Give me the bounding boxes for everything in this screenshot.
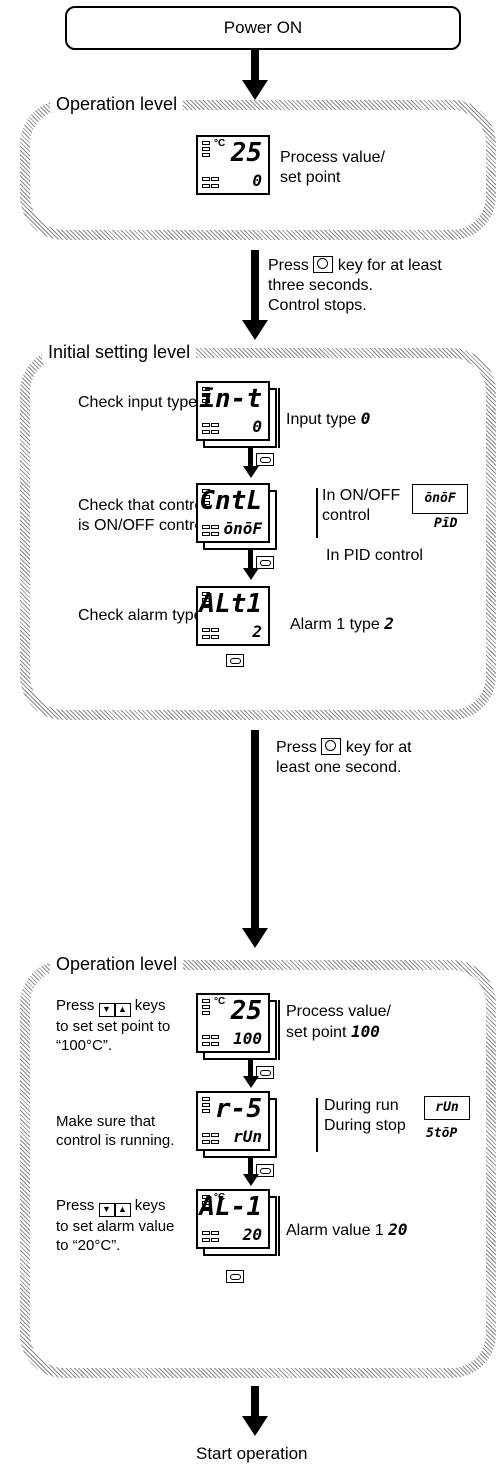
display-lower: 0	[252, 417, 262, 436]
display-upper: AL-1	[199, 1192, 262, 1222]
flow-arrow-shaft	[248, 1158, 253, 1174]
flow-arrow-head	[243, 1174, 259, 1186]
display-unit: °C AL-1 20	[196, 1189, 270, 1249]
flow-arrow-head	[243, 568, 259, 580]
power-on-label: Power ON	[223, 18, 303, 37]
mode-key-icon	[256, 1066, 274, 1079]
alarm-value-desc: Alarm value 1 20	[286, 1220, 408, 1239]
flow-arrow-head	[242, 320, 268, 340]
up-key-icon: ▲	[114, 1003, 131, 1017]
operation-level-title: Operation level	[50, 953, 184, 975]
bracket	[278, 1196, 280, 1256]
process-value-desc: Process value/set point	[280, 149, 385, 186]
flow-arrow-shaft	[248, 550, 253, 568]
display-upper: 25	[230, 996, 262, 1026]
display-upper: r-5	[215, 1094, 262, 1124]
bracket	[316, 1098, 318, 1152]
display-unit: °C 25 0	[196, 135, 270, 195]
arrow2-instruction: Press key for at least one second.	[276, 738, 412, 776]
flow-arrow-shaft	[251, 250, 259, 322]
flow-arrow-head	[243, 1076, 259, 1088]
circle-key-icon	[313, 256, 334, 273]
display-lower: 2	[252, 622, 262, 641]
celsius-indicator: °C	[214, 1192, 226, 1203]
bracket	[316, 488, 318, 538]
mode-key-icon	[226, 1270, 244, 1283]
down-key-icon: ▼	[98, 1003, 115, 1017]
power-on-box: Power ON	[65, 6, 461, 50]
initial-setting-level-title: Initial setting level	[42, 341, 197, 363]
flow-arrow-shaft	[251, 50, 259, 82]
pid-value: PīD	[434, 516, 458, 531]
operation-level-title: Operation level	[50, 93, 184, 115]
step-label: Check alarm type.	[78, 607, 207, 624]
input-type-desc: Input type 0	[286, 409, 371, 428]
display-upper: CntL	[199, 486, 262, 516]
step-label: Press ▼▲ keys to set set point to “100°C…	[56, 997, 171, 1054]
display-upper: īn-t	[199, 384, 262, 414]
process-value-desc: Process value/ set point 100	[286, 1003, 391, 1041]
display-unit: CntL ōnōF	[196, 483, 270, 543]
display-lower: ōnōF	[223, 519, 262, 538]
flow-arrow-shaft	[248, 448, 253, 466]
flow-arrow-shaft	[251, 730, 259, 930]
display-lower: rUn	[233, 1127, 262, 1146]
bracket	[278, 1000, 280, 1060]
flow-arrow-head	[243, 466, 259, 478]
run-value-box: rUn	[424, 1096, 470, 1120]
flow-arrow-shaft	[248, 1060, 253, 1076]
display-upper: ALt1	[199, 589, 262, 619]
mode-key-icon	[256, 453, 274, 466]
circle-key-icon	[321, 738, 342, 755]
display-lower: 20	[242, 1225, 262, 1244]
mode-key-icon	[226, 654, 244, 667]
step-label: Check input type.	[78, 394, 202, 411]
flow-arrow-head	[242, 1416, 268, 1436]
start-operation-label: Start operation	[196, 1444, 308, 1463]
display-upper: 25	[230, 138, 262, 168]
display-lower: 0	[252, 171, 262, 190]
down-key-icon: ▼	[98, 1203, 115, 1217]
mode-key-icon	[256, 556, 274, 569]
display-unit: °C 25 100	[196, 993, 270, 1053]
up-key-icon: ▲	[114, 1203, 131, 1217]
display-unit: ALt1 2	[196, 586, 270, 646]
display-lower: 100	[233, 1029, 262, 1048]
pid-control-desc: In PID control	[326, 547, 423, 564]
alarm-type-desc: Alarm 1 type 2	[290, 614, 394, 633]
celsius-indicator: °C	[214, 138, 226, 149]
celsius-indicator: °C	[214, 996, 226, 1007]
stop-value: 5tōP	[426, 1126, 458, 1141]
onoff-value-box: ōnōF	[412, 484, 468, 514]
bracket	[278, 388, 280, 448]
flow-arrow-head	[242, 80, 268, 100]
flow-arrow-shaft	[251, 1386, 259, 1418]
step-label: Press ▼▲ keys to set alarm value to “20°…	[56, 1197, 175, 1254]
flow-arrow-head	[242, 928, 268, 948]
mode-key-icon	[256, 1164, 274, 1177]
arrow1-instruction: Press key for at least three seconds. Co…	[268, 256, 442, 314]
display-unit: r-5 rUn	[196, 1091, 270, 1151]
display-unit: īn-t 0	[196, 381, 270, 441]
